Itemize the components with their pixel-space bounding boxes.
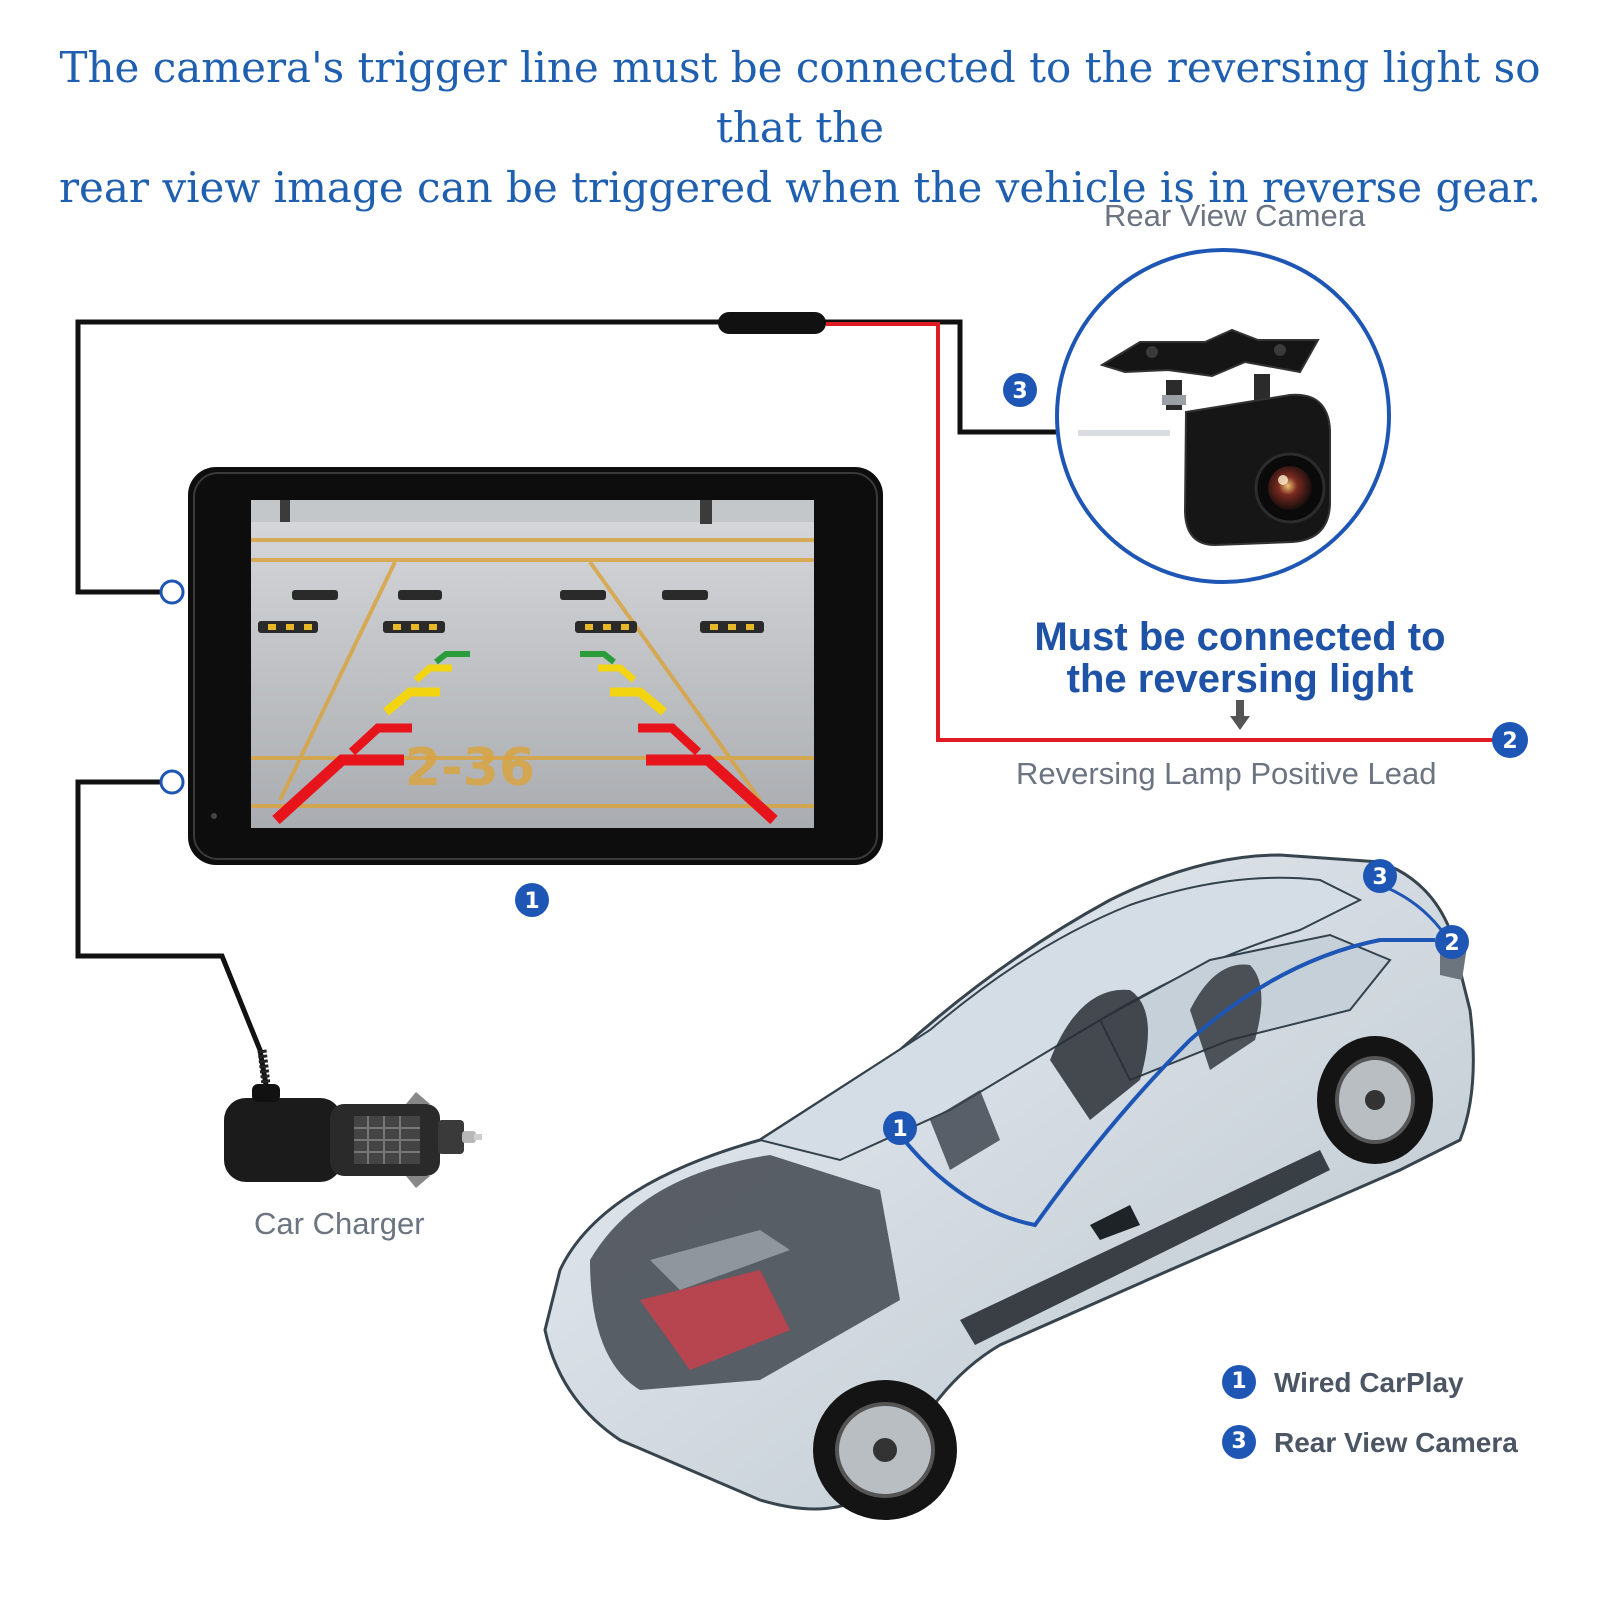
power-port: [161, 771, 183, 793]
badge-monitor: 1: [515, 883, 549, 917]
badge-monitor-number: 1: [524, 889, 539, 914]
badge-car-camera: 3: [1363, 859, 1397, 893]
cable-splitter: [718, 312, 826, 334]
legend-badge: 1: [1222, 1365, 1256, 1399]
badge-lamp-lead-number: 2: [1502, 729, 1517, 754]
badge-car-camera-number: 3: [1372, 865, 1387, 890]
label-must-connect: Must be connected to the reversing light: [1010, 616, 1470, 700]
badge-car-lamp-number: 2: [1444, 931, 1459, 956]
car-monitor-icon: 2-36: [188, 467, 883, 865]
car-charger-icon: [224, 1084, 482, 1188]
label-must-connect-line-1: Must be connected to: [1010, 616, 1470, 658]
badge-car-carplay: 1: [883, 1111, 917, 1145]
badge-camera-wire-number: 3: [1012, 379, 1027, 404]
label-must-connect-line-2: the reversing light: [1010, 658, 1470, 700]
label-car-charger: Car Charger: [254, 1206, 425, 1242]
label-reversing-lamp-lead: Reversing Lamp Positive Lead: [1016, 756, 1436, 792]
badge-camera-wire: 3: [1003, 373, 1037, 407]
label-rear-view-camera: Rear View Camera: [1104, 198, 1365, 234]
badge-lamp-lead: 2: [1492, 722, 1528, 758]
video-port: [161, 581, 183, 603]
legend-badge: 3: [1222, 1425, 1256, 1459]
bay-marking: 2-36: [405, 738, 535, 798]
arrow-down-icon: [1230, 700, 1250, 730]
legend-label: Wired CarPlay: [1274, 1367, 1464, 1399]
transparent-car-icon: [545, 855, 1473, 1520]
legend-label: Rear View Camera: [1274, 1427, 1518, 1459]
badge-car-carplay-number: 1: [892, 1117, 907, 1142]
badge-car-lamp: 2: [1435, 925, 1469, 959]
monitor-screen: 2-36: [251, 500, 814, 828]
